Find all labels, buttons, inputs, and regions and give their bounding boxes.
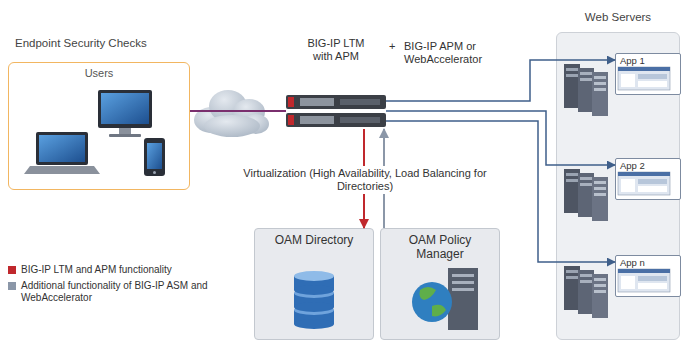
label-holder: BIG-IP APM or WebAccelerator xyxy=(404,40,490,66)
desktop-icon-part xyxy=(98,90,152,128)
node-title: Endpoint Security Checks xyxy=(15,36,195,50)
node-title: App n xyxy=(616,256,680,269)
cloud-icon xyxy=(194,90,269,137)
laptop-icon-part xyxy=(36,132,88,165)
big-ip-device-part xyxy=(340,117,380,123)
big-ip-device-part xyxy=(286,95,386,109)
policy-server-icon-part xyxy=(432,305,446,317)
policy-server-icon-part xyxy=(452,288,474,291)
server-icon xyxy=(564,64,608,318)
policy-server-icon-part xyxy=(452,274,474,277)
policy-server-icon xyxy=(412,268,478,330)
legend-swatch xyxy=(8,282,16,290)
server-icon-part xyxy=(564,64,608,116)
label-holder: Virtualization (High Availability, Load … xyxy=(226,166,504,194)
node-title: App 2 xyxy=(616,159,680,172)
server-icon-part xyxy=(564,169,608,221)
phone-icon xyxy=(144,138,165,176)
legend-entry: Additional functionality of BIG-IP ASM a… xyxy=(8,280,213,304)
node-title: App 1 xyxy=(616,54,680,67)
app-window-part xyxy=(618,269,670,292)
policy-server-icon-part xyxy=(420,287,437,300)
big-ip-device-part xyxy=(286,113,386,127)
legend-entry: BIG-IP LTM and APM functionality xyxy=(8,264,213,276)
virtualization-label: Virtualization (High Availability, Load … xyxy=(226,166,504,194)
database-icon-part xyxy=(294,285,334,295)
app-window xyxy=(618,67,670,292)
connector xyxy=(386,60,615,101)
policy-server-icon-part xyxy=(452,281,474,284)
app-window-part xyxy=(618,172,670,195)
legend-swatch xyxy=(8,266,16,274)
desktop-icon-part xyxy=(101,93,149,124)
laptop-icon-part xyxy=(39,135,85,162)
phone-icon-part xyxy=(147,143,162,169)
node-title: Web Servers xyxy=(557,10,679,24)
policy-server-icon-part xyxy=(448,268,478,330)
phone-icon-part xyxy=(153,171,156,174)
laptop-icon xyxy=(24,132,100,174)
database-icon-part xyxy=(294,302,334,312)
plus-sign: + xyxy=(389,40,403,53)
app-window-part xyxy=(618,67,670,90)
database-icon-part xyxy=(294,271,334,281)
cloud-icon-part xyxy=(204,115,260,137)
big-ip-device-part xyxy=(300,98,334,106)
database-icon-part xyxy=(294,319,334,329)
desktop-icon-part xyxy=(109,134,141,137)
database-icon xyxy=(294,271,334,329)
legend-text: Additional functionality of BIG-IP ASM a… xyxy=(21,280,213,304)
big-ip-device-part xyxy=(340,99,380,105)
desktop-icon-part xyxy=(119,128,131,134)
big-ip-device-part xyxy=(300,116,334,124)
laptop-icon-part xyxy=(24,166,100,174)
desktop-icon xyxy=(98,90,152,137)
node-text: Users xyxy=(9,63,189,80)
phone-icon-part xyxy=(144,138,165,176)
node-title: BIG-IP LTM with APM xyxy=(300,37,372,63)
big-ip-device xyxy=(286,95,386,127)
connector xyxy=(190,110,286,112)
policy-server-icon-part xyxy=(412,282,452,322)
big-ip-device-part xyxy=(288,115,294,125)
label-holder: + xyxy=(389,40,403,53)
server-icon-part xyxy=(564,266,608,318)
connector xyxy=(386,111,615,165)
legend-text: BIG-IP LTM and APM functionality xyxy=(21,264,213,276)
node-title: OAM Policy Manager xyxy=(397,233,483,261)
product-label: BIG-IP APM or WebAccelerator xyxy=(404,40,490,66)
node-title: OAM Directory xyxy=(271,233,357,247)
big-ip-device-part xyxy=(288,97,294,107)
